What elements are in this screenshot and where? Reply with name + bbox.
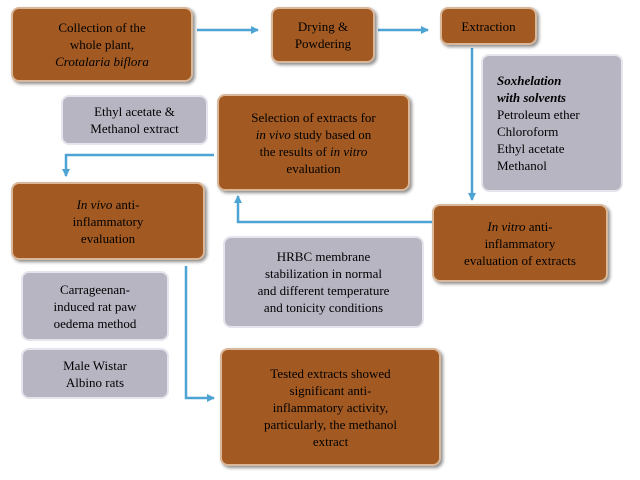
- node-text-line: extract: [312, 433, 349, 449]
- collection-box: Collection of the whole plant, Crotalaria …: [11, 7, 193, 82]
- node-text-line: whole plant,: [69, 37, 135, 52]
- node-text-line: the results of in vitro: [259, 143, 368, 159]
- node-text-line: Powdering: [294, 36, 352, 51]
- node-text-line: Collection of the: [58, 20, 146, 35]
- node-text-line: inflammatory: [484, 235, 556, 251]
- node-text-line: and tonicity conditions: [263, 300, 384, 315]
- extraction-box: Extraction: [440, 7, 537, 45]
- node-text-line: Carrageenan-: [59, 281, 130, 297]
- node-text-line: stabilization in normal: [265, 266, 382, 281]
- node-text-line: significant anti-: [289, 382, 372, 398]
- arrow-selection-to-in-vivo: [62, 153, 214, 177]
- node-text-line: induced rat paw: [53, 298, 137, 314]
- node-text-line: oedema method: [53, 315, 137, 331]
- node-text-line: inflammatory activity,: [272, 399, 389, 415]
- node-text-line: Ethyl acetate &: [94, 104, 175, 119]
- node-text-line: Crotalaria biflora: [55, 54, 149, 69]
- node-text-line: Ethyl acetate: [497, 141, 565, 156]
- node-text-line: Petroleum ether: [497, 107, 580, 122]
- drying-box: Drying & Powdering: [271, 7, 375, 63]
- node-text-line: Albino rats: [65, 374, 125, 390]
- ethyl-methanol-box: Ethyl acetate & Methanol extract: [61, 95, 208, 145]
- node-text-line: Male Wistar: [63, 357, 127, 373]
- node-text-line: Extraction: [461, 18, 516, 34]
- node-text-line: with solvents: [497, 90, 566, 105]
- node-text-line: In vitro anti-: [487, 218, 553, 234]
- node-text-line: Methanol: [497, 158, 547, 173]
- node-text-line: evaluation: [286, 160, 341, 176]
- node-text-line: Selection of extracts for: [251, 109, 376, 125]
- node-text-line: and different temperature: [257, 283, 390, 298]
- node-text-line: evaluation of extracts: [464, 252, 576, 268]
- arrow-in-vivo-to-result: [184, 266, 215, 402]
- hrbc-box: HRBC membrane stabilization in normal and …: [223, 236, 424, 328]
- node-text-line: Drying &: [297, 19, 349, 34]
- node-text-line: Tested extracts showed: [270, 365, 391, 381]
- arrow-in-vitro-to-selection: [234, 195, 432, 224]
- node-text-line: particularly, the methanol: [263, 416, 398, 432]
- node-text-line: in vivo study based on: [255, 126, 372, 142]
- node-text-line: Soxhelation: [497, 73, 562, 88]
- node-text-line: Chloroform: [497, 124, 559, 139]
- node-text-line: inflammatory: [72, 213, 144, 229]
- node-text-line: evaluation: [80, 230, 136, 246]
- node-text-line: Methanol extract: [90, 121, 179, 136]
- node-text-line: HRBC membrane: [276, 249, 371, 264]
- node-text-line: In vivo anti-: [76, 196, 140, 212]
